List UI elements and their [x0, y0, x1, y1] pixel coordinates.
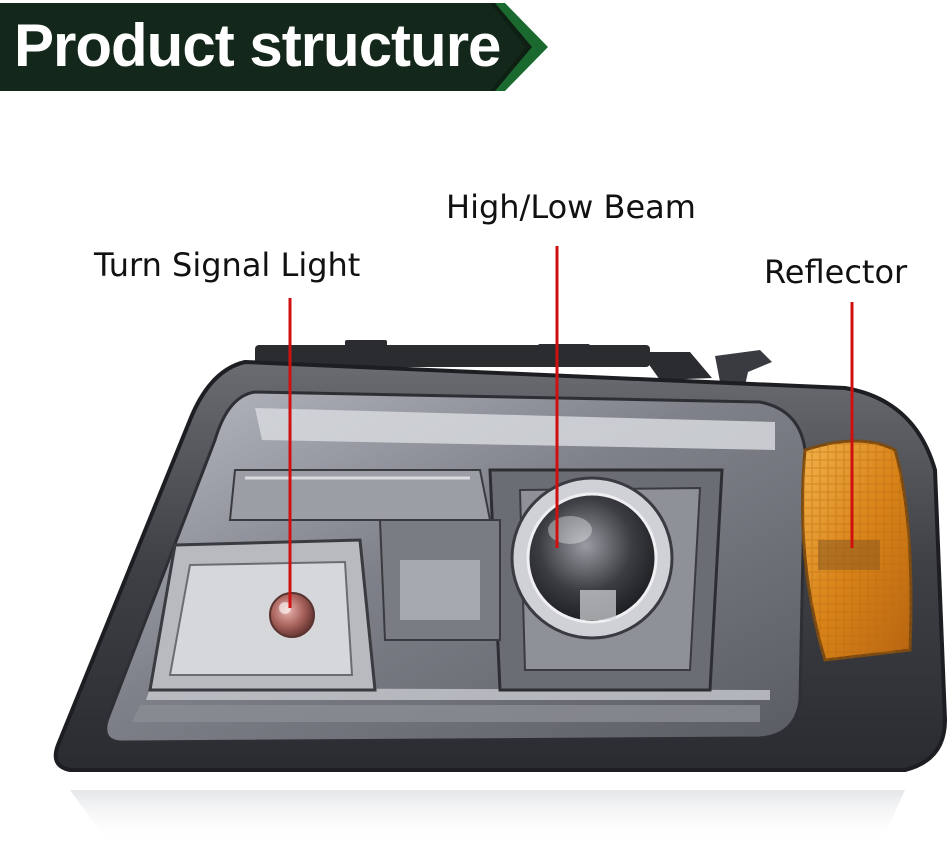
reflector-label: Reflector	[764, 253, 908, 291]
turn-signal-chamber	[148, 538, 377, 692]
amber-reflector	[801, 439, 913, 662]
turn-signal-light-label: Turn Signal Light	[94, 246, 361, 284]
page-title: Product structure	[14, 12, 501, 79]
banner-title-bar: Product structure	[0, 0, 560, 92]
chrome-reflectors	[228, 469, 501, 641]
projector-housing	[488, 468, 724, 692]
light-bar	[255, 408, 775, 450]
floor-reflection	[70, 790, 905, 845]
banner	[0, 3, 548, 91]
high-low-beam-label: High/Low Beam	[446, 188, 696, 226]
